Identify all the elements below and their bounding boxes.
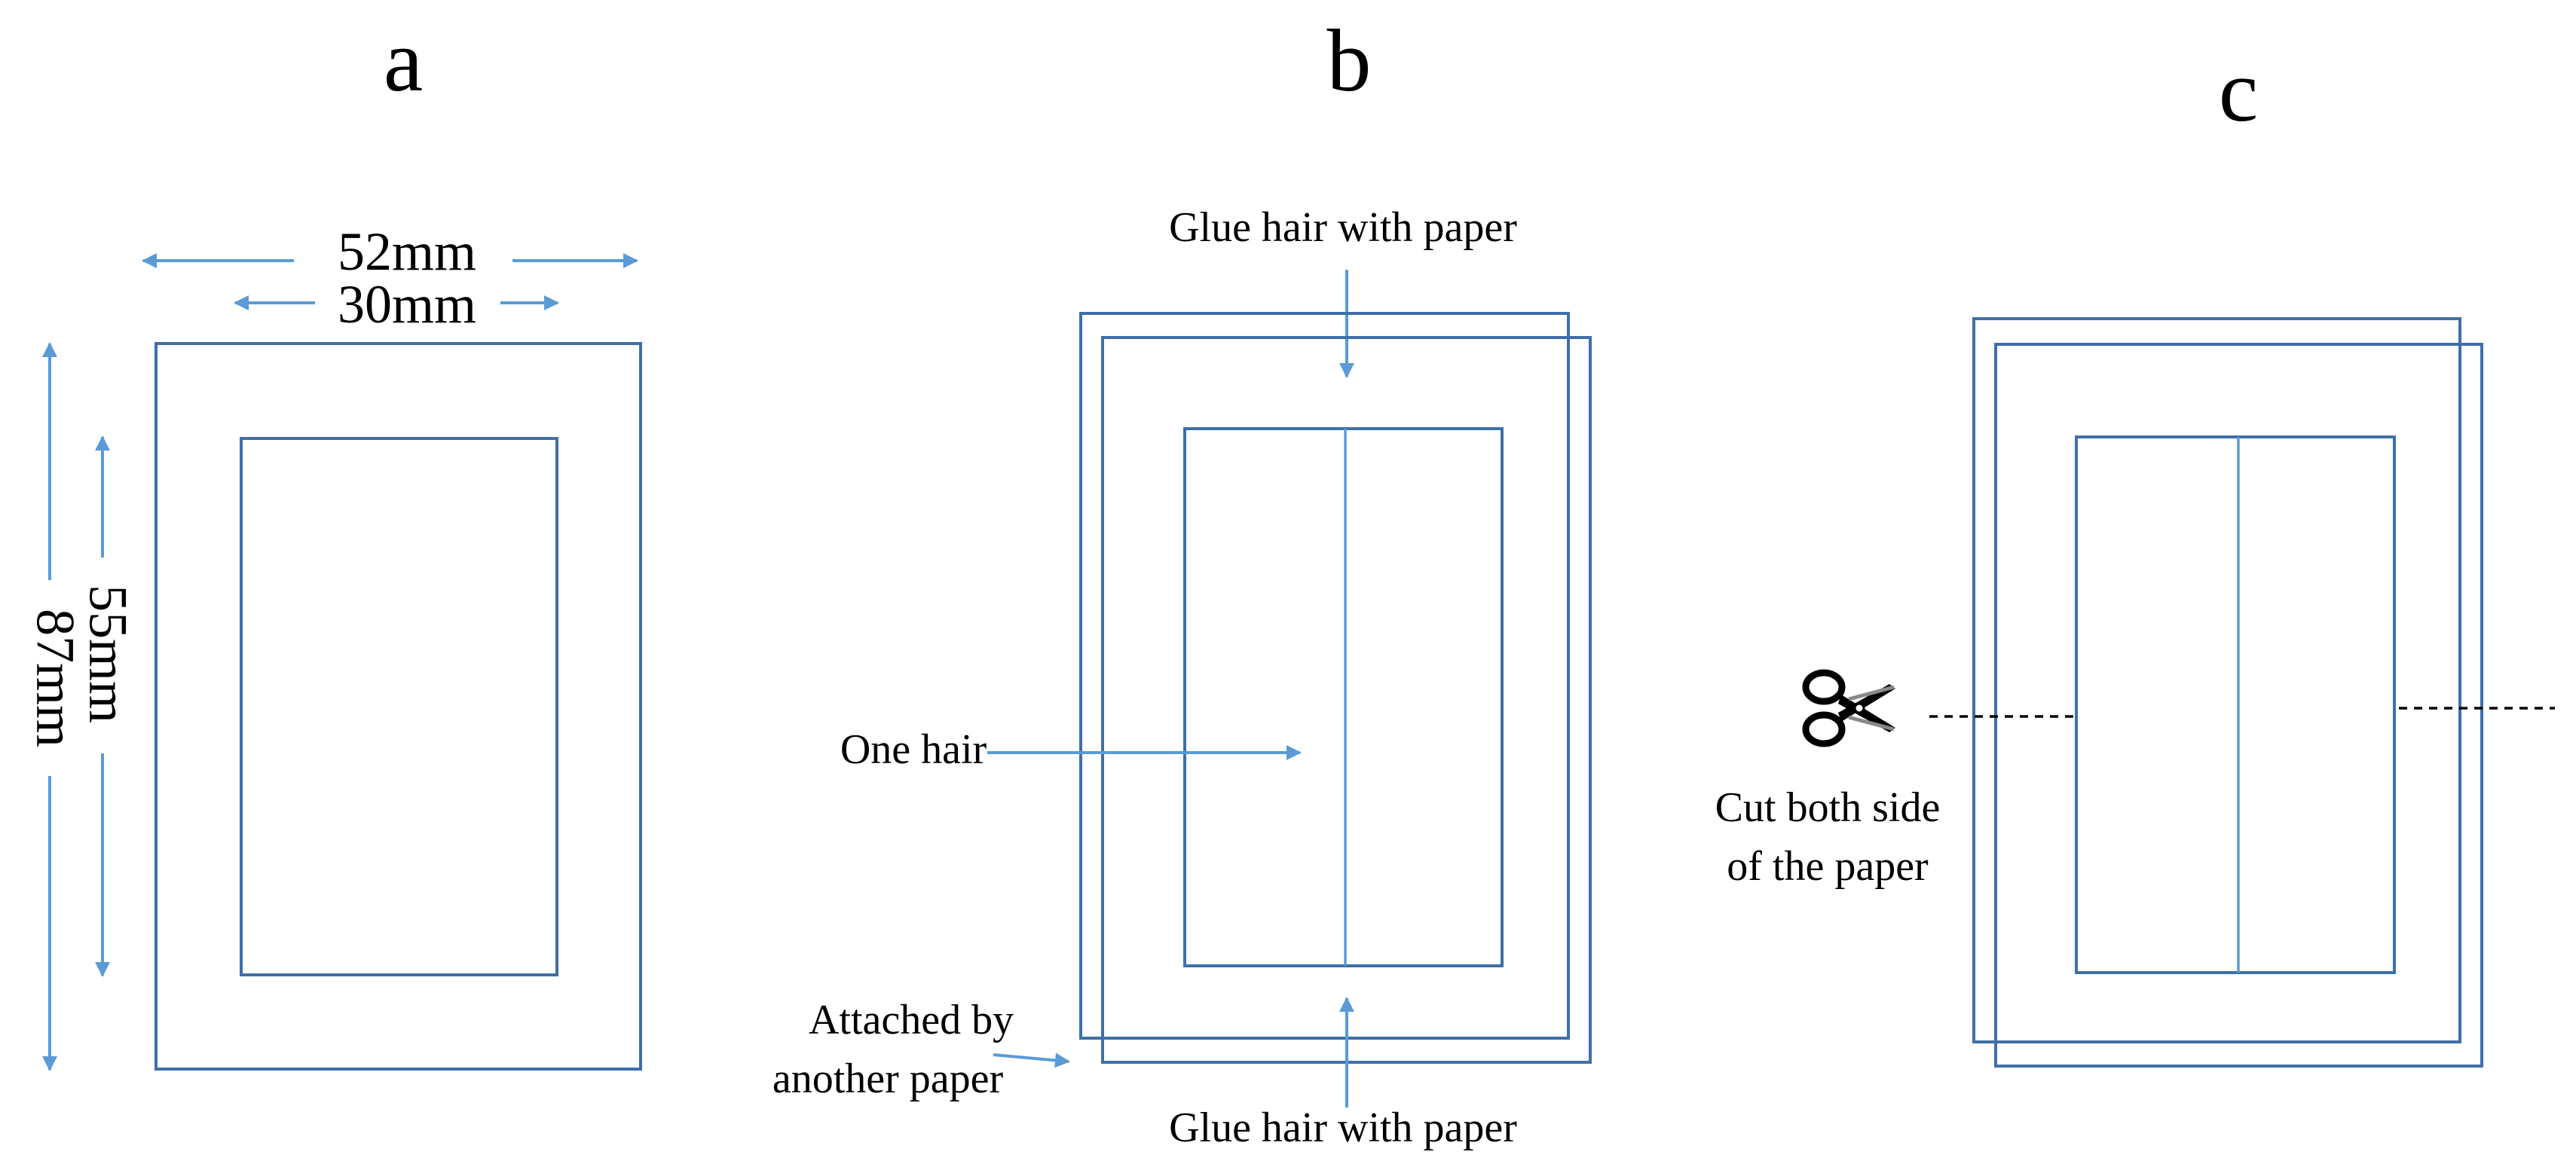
width-outer-label-bg	[294, 226, 512, 286]
glue-bottom-label: Glue hair with paper	[1169, 1104, 1517, 1151]
attached-label-line1: Attached by	[809, 997, 1014, 1043]
attached-label-line2: another paper	[772, 1055, 1004, 1102]
inner-window	[240, 437, 558, 976]
panel-b: b Glue hair with paper One hair Attached…	[772, 11, 1592, 1151]
height-outer-label-bg	[23, 580, 78, 776]
cut-label-line1: Cut both side	[1715, 784, 1941, 831]
attached-arrow	[993, 1052, 1070, 1068]
panel-b-letter: b	[1327, 11, 1372, 110]
outer-paper-frame	[154, 342, 642, 1071]
width-inner-label: 30mm	[338, 274, 476, 335]
one-hair-label: One hair	[840, 726, 987, 773]
height-inner-label-bg	[75, 558, 131, 753]
panel-c-letter: c	[2219, 41, 2258, 140]
inner-window	[2075, 435, 2396, 974]
width-inner-label-bg	[315, 279, 500, 331]
back-paper-frame	[1994, 343, 2483, 1068]
front-paper-frame	[1079, 312, 1570, 1040]
scissors-icon	[1802, 669, 1895, 747]
panel-a: a 52mm 30mm 87mm 55mm	[23, 11, 642, 1071]
height-inner-label: 55mm	[78, 585, 138, 723]
glue-top-label: Glue hair with paper	[1169, 204, 1517, 251]
inner-window	[1183, 427, 1504, 967]
panel-a-letter: a	[384, 11, 423, 110]
panel-c: c Cut both side of the paper	[1715, 41, 2555, 1068]
width-outer-label: 52mm	[338, 221, 476, 282]
cut-label-line2: of the paper	[1727, 843, 1929, 890]
front-paper-frame	[1972, 317, 2461, 1043]
